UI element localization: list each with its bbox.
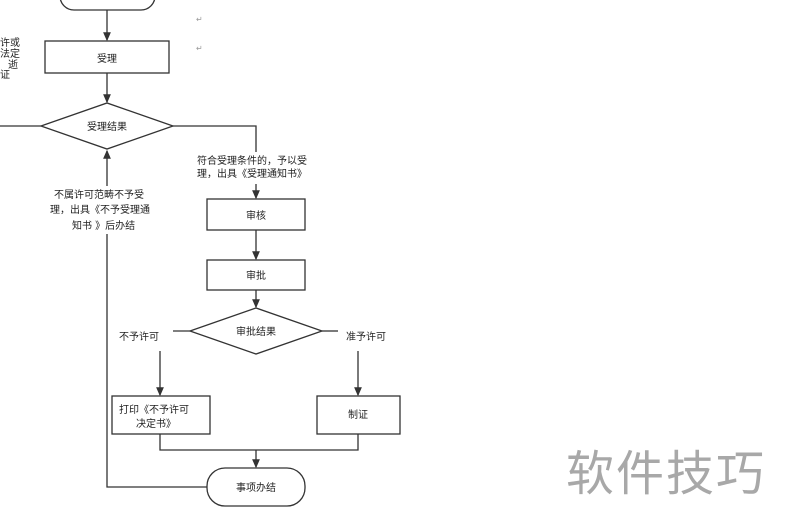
- node-review-label: 审核: [246, 209, 266, 222]
- connector: [159, 434, 359, 451]
- node-accept-label: 受理: [97, 53, 117, 65]
- return-mark: ↵: [196, 15, 203, 24]
- start-terminal: [59, 0, 156, 11]
- node-complete: [206, 467, 306, 507]
- node-issue-cert: [316, 395, 401, 435]
- node-print-denial-label: 打印《不予许可: [119, 403, 189, 416]
- svg-text:证: 证: [0, 69, 10, 81]
- svg-text:许或: 许或: [0, 37, 20, 49]
- label-accept-no: 知书 》后办结: [72, 219, 135, 232]
- label-accept-no: 理，出具《不予受理通: [50, 203, 150, 216]
- label-accept-yes: 符合受理条件的，予以受: [197, 154, 307, 167]
- label-deny: 不予许可: [119, 331, 159, 343]
- arrow-accept-no-loop: [103, 149, 207, 488]
- node-print-denial: [111, 395, 211, 435]
- node-approve-label: 审批: [246, 269, 266, 282]
- left-cutoff-text: 许或 法定 逝 证: [0, 37, 20, 81]
- decision-approve-result-label: 审批结果: [236, 325, 276, 338]
- node-print-denial-label: 决定书》: [136, 417, 176, 430]
- svg-text:逝: 逝: [8, 58, 18, 71]
- node-issue-cert-label: 制证: [348, 408, 368, 421]
- node-approve: [206, 259, 306, 291]
- decision-accept-result-label: 受理结果: [87, 120, 127, 133]
- label-grant: 准予许可: [346, 331, 386, 343]
- return-mark: ↵: [196, 44, 203, 53]
- node-accept: [44, 40, 170, 74]
- svg-text:法定: 法定: [0, 47, 20, 60]
- node-complete-label: 事项办结: [236, 481, 276, 494]
- watermark: 软件技巧: [566, 446, 767, 502]
- label-accept-yes: 理，出具《受理通知书》: [197, 167, 307, 180]
- label-accept-no: 不属许可范畴不予受: [54, 188, 144, 201]
- node-review: [206, 198, 306, 231]
